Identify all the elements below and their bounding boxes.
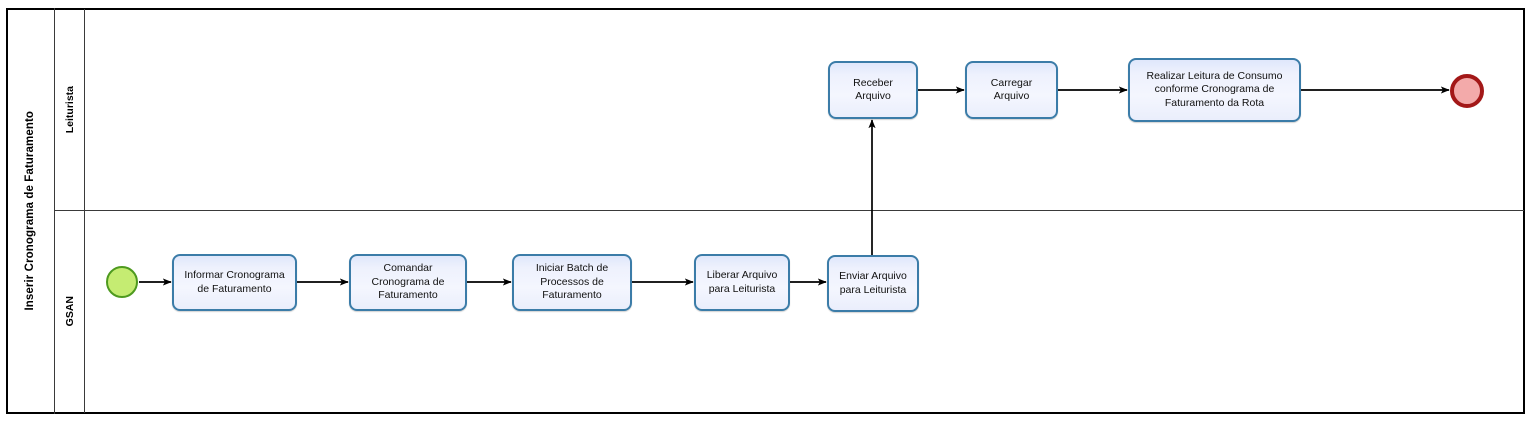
task-receber-arquivo-line2: Arquivo	[855, 90, 891, 102]
task-iniciar-batch-line1: Iniciar Batch de	[535, 262, 609, 275]
task-receber-arquivo-line1: Receber	[853, 76, 893, 89]
task-carregar-arquivo-line1: Carregar	[990, 76, 1033, 89]
task-liberar-arquivo-line1: Liberar Arquivo	[706, 269, 778, 281]
task-comandar-cronograma-line2: Cronograma de	[371, 275, 445, 288]
task-comandar-cronograma-line1: Comandar	[383, 262, 433, 275]
pool-title: Inserir Cronograma de Faturamento	[6, 8, 55, 414]
task-receber-arquivo[interactable]: Receber Arquivo	[828, 61, 918, 119]
task-informar-cronograma[interactable]: Informar Cronograma de Faturamento	[172, 254, 297, 311]
task-liberar-arquivo[interactable]: Liberar Arquivo para Leiturista	[694, 254, 790, 311]
lane-label-gsan: GSAN	[55, 210, 85, 413]
task-realizar-leitura-line2: conforme Cronograma de	[1154, 83, 1275, 96]
task-comandar-cronograma-line3: Faturamento	[378, 289, 438, 302]
task-iniciar-batch-line2: Processos de	[540, 275, 604, 288]
lane-label-leiturista-text: Leiturista	[63, 85, 76, 134]
task-realizar-leitura-line1: Realizar Leitura de Consumo	[1146, 69, 1283, 82]
task-iniciar-batch-line3: Faturamento	[542, 289, 602, 302]
start-event[interactable]	[106, 266, 138, 298]
task-liberar-arquivo-line2: para Leiturista	[708, 282, 776, 295]
task-enviar-arquivo[interactable]: Enviar Arquivo para Leiturista	[827, 255, 919, 312]
lane-label-gsan-text: GSAN	[63, 296, 76, 327]
end-event[interactable]	[1450, 74, 1484, 108]
lane-label-leiturista: Leiturista	[55, 9, 85, 210]
task-informar-cronograma-line1: Informar Cronograma	[184, 269, 285, 281]
task-enviar-arquivo-line1: Enviar Arquivo	[839, 270, 907, 282]
task-carregar-arquivo-line2: Arquivo	[993, 90, 1030, 102]
task-carregar-arquivo[interactable]: Carregar Arquivo	[965, 61, 1058, 119]
lane-divider	[55, 210, 1524, 211]
task-informar-cronograma-line2: de Faturamento	[197, 282, 272, 295]
task-realizar-leitura[interactable]: Realizar Leitura de Consumo conforme Cro…	[1128, 58, 1301, 122]
task-enviar-arquivo-line2: para Leiturista	[839, 283, 907, 296]
task-comandar-cronograma[interactable]: Comandar Cronograma de Faturamento	[349, 254, 467, 311]
task-iniciar-batch[interactable]: Iniciar Batch de Processos de Faturament…	[512, 254, 632, 311]
pool-title-label: Inserir Cronograma de Faturamento	[24, 111, 36, 311]
task-realizar-leitura-line3: Faturamento da Rota	[1164, 96, 1265, 109]
